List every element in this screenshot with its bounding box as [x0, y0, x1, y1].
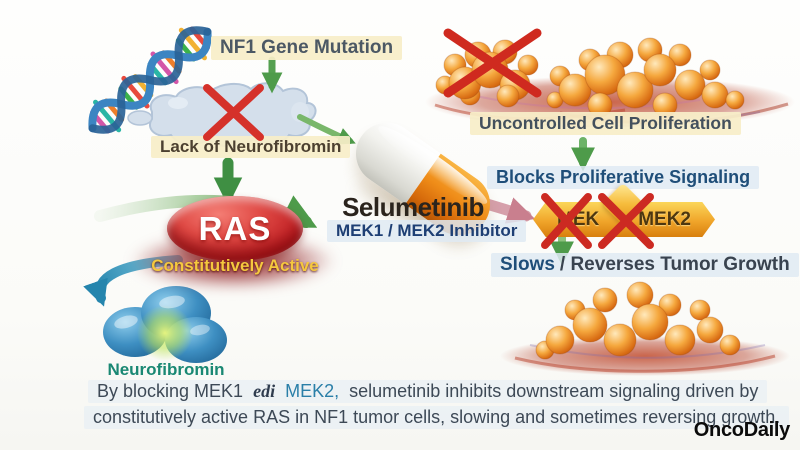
- caption-part2: edi: [253, 381, 276, 401]
- nf1-gene-mutation-label: NF1 Gene Mutation: [211, 36, 403, 60]
- neurofibromin-protein-illustration: [103, 286, 227, 363]
- slows-reverses-label: Slows/ Reverses Tumor Growth: [491, 253, 799, 277]
- neurofibromin-label: Neurofibromin: [107, 360, 225, 379]
- drug-name-label: Selumetinib: [342, 192, 484, 222]
- cross-tumor-icon: [443, 28, 542, 98]
- caption-part1: By blocking MEK1: [97, 381, 244, 401]
- ras-label: RAS: [198, 209, 272, 247]
- mek1-label: MEK: [557, 208, 600, 230]
- constitutively-active-label: Constitutively Active: [151, 256, 319, 275]
- lack-of-neurofibromin-label: Lack of Neurofibromin: [151, 136, 351, 158]
- caption-mek2: MEK2,: [285, 381, 340, 401]
- dna-helix-illustration: [88, 26, 212, 134]
- blocks-signaling-label: Blocks Proliferative Signaling: [487, 166, 760, 189]
- caption-part4: selumetinib inhibits downstream signalin…: [349, 381, 759, 401]
- mek2-label: MEK2: [638, 208, 691, 230]
- reverses-text: / Reverses Tumor Growth: [559, 254, 790, 275]
- slows-text: Slows: [500, 254, 555, 275]
- drug-mechanism-label: MEK1 / MEK2 Inhibitor: [327, 220, 527, 242]
- oncodaily-logo: OncoDaily: [693, 419, 791, 441]
- uncontrolled-proliferation-label: Uncontrolled Cell Proliferation: [470, 112, 741, 135]
- caption-line-1: By blocking MEK1 edi MEK2, selumetinib i…: [88, 380, 768, 403]
- cross-chromosome-icon: [203, 84, 264, 141]
- caption-line-2: constitutively active RAS in NF1 tumor c…: [84, 406, 790, 429]
- shrinking-tumor-illustration: [500, 281, 790, 376]
- ras-protein: RAS: [167, 196, 303, 261]
